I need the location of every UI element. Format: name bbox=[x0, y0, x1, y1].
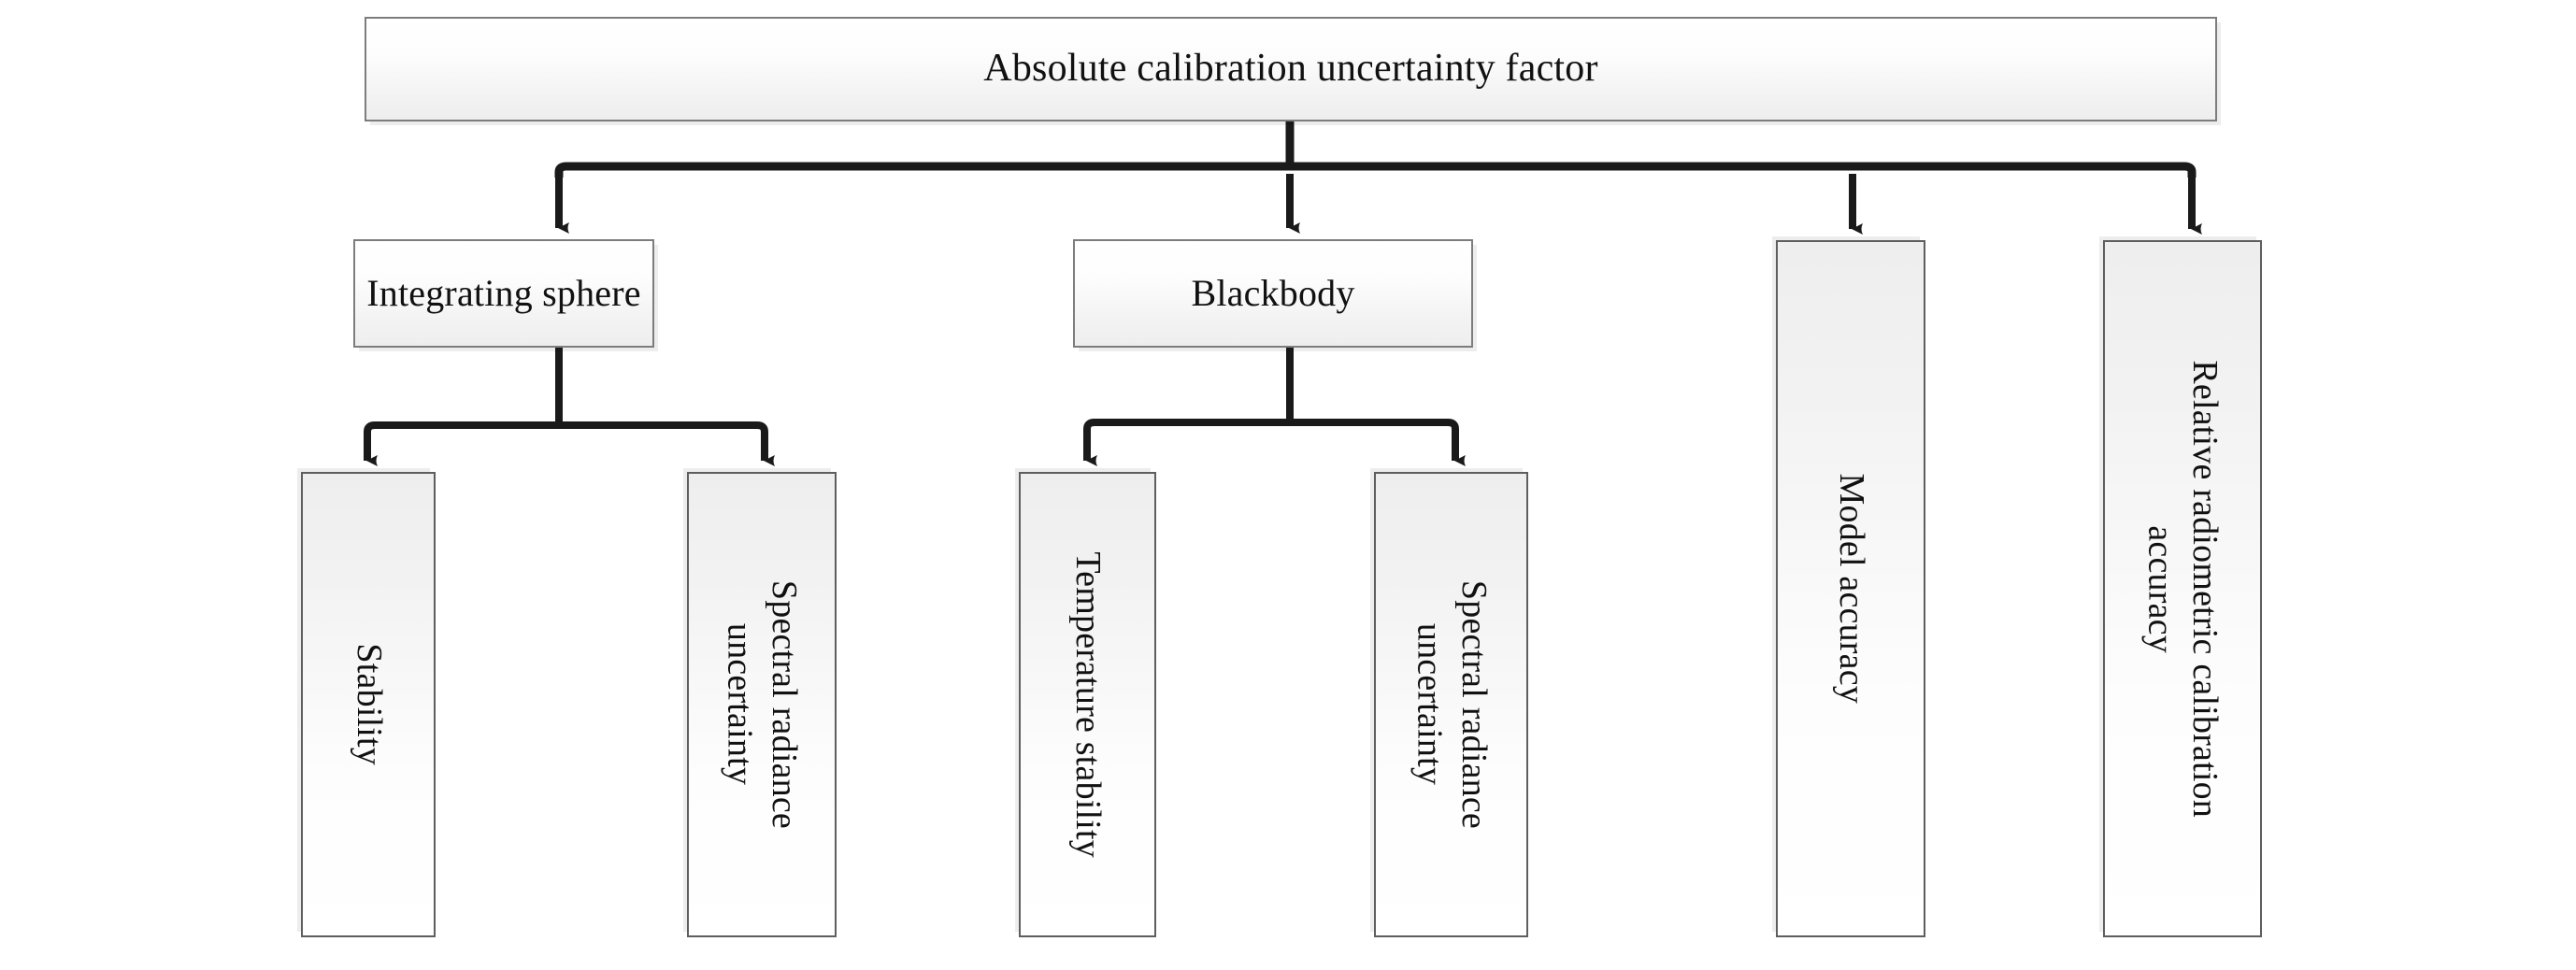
edge-integrating-sphere-to-bus bbox=[364, 348, 768, 437]
node-label: Model accuracy bbox=[1831, 473, 1871, 705]
node-label: Blackbody bbox=[1191, 271, 1355, 314]
node-stability[interactable]: Stability bbox=[301, 472, 436, 937]
node-temperature-stability[interactable]: Temperature stability bbox=[1019, 472, 1156, 937]
node-absolute-calibration-uncertainty-factor[interactable]: Absolute calibration uncertainty factor bbox=[365, 17, 2217, 121]
node-label: Integrating sphere bbox=[366, 271, 641, 314]
edge-blackbody-to-bus bbox=[1083, 348, 1459, 435]
node-label: Stability bbox=[349, 643, 389, 766]
node-label: Temperature stability bbox=[1068, 551, 1109, 858]
main-bus bbox=[554, 162, 2197, 178]
node-label: Spectral radiance uncertainty bbox=[721, 579, 805, 830]
node-blackbody-spectral-radiance-uncertainty[interactable]: Spectral radiance uncertainty bbox=[1374, 472, 1528, 937]
node-sphere-spectral-radiance-uncertainty[interactable]: Spectral radiance uncertainty bbox=[687, 472, 837, 937]
node-label: Relative radiometric calibration accurac… bbox=[2141, 360, 2225, 818]
node-label: Spectral radiance uncertainty bbox=[1410, 579, 1495, 830]
node-model-accuracy[interactable]: Model accuracy bbox=[1776, 240, 1925, 937]
node-relative-radiometric-calibration-accuracy[interactable]: Relative radiometric calibration accurac… bbox=[2103, 240, 2262, 937]
node-integrating-sphere[interactable]: Integrating sphere bbox=[353, 239, 654, 348]
node-label: Absolute calibration uncertainty factor bbox=[983, 47, 1598, 91]
node-blackbody[interactable]: Blackbody bbox=[1073, 239, 1473, 348]
